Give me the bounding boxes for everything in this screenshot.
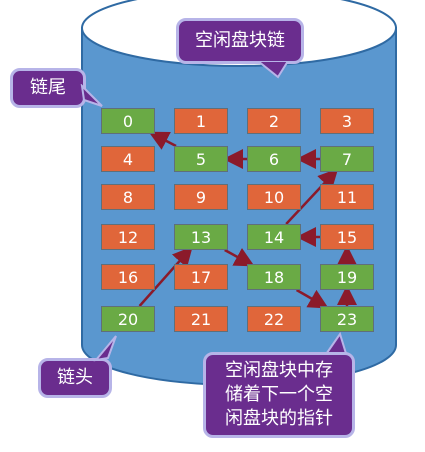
disk-block-12: 12 xyxy=(101,224,155,250)
disk-block-0: 0 xyxy=(101,108,155,134)
disk-block-9: 9 xyxy=(174,184,228,210)
disk-block-6: 6 xyxy=(247,146,301,172)
title-callout: 空闲盘块链 xyxy=(176,18,304,64)
head-callout-text: 链头 xyxy=(57,366,93,388)
head-callout: 链头 xyxy=(38,358,112,398)
disk-block-22: 22 xyxy=(247,306,301,332)
disk-block-11: 11 xyxy=(320,184,374,210)
tail-callout-pointer xyxy=(80,84,103,107)
tail-callout-text: 链尾 xyxy=(30,76,66,98)
arrow-14-to-7 xyxy=(285,168,339,225)
disk-block-21: 21 xyxy=(174,306,228,332)
disk-block-14: 14 xyxy=(247,224,301,250)
head-callout-pointer xyxy=(93,335,117,362)
arrow-20-to-13 xyxy=(138,246,193,307)
disk-block-1: 1 xyxy=(174,108,228,134)
note-callout: 空闲盘块中存 储着下一个空 闲盘块的指针 xyxy=(203,352,355,438)
disk-block-10: 10 xyxy=(247,184,301,210)
disk-block-4: 4 xyxy=(101,146,155,172)
disk-block-16: 16 xyxy=(101,264,155,290)
note-line-3: 闲盘块的指针 xyxy=(225,408,333,430)
arrow-13-to-18 xyxy=(224,248,255,267)
disk-block-8: 8 xyxy=(101,184,155,210)
tail-callout: 链尾 xyxy=(10,68,86,108)
pointer-arrows xyxy=(138,131,357,309)
note-line-1: 空闲盘块中存 xyxy=(225,359,333,381)
disk-block-7: 7 xyxy=(320,146,374,172)
disk-block-23: 23 xyxy=(320,306,374,332)
disk-block-20: 20 xyxy=(101,306,155,332)
disk-block-17: 17 xyxy=(174,264,228,290)
title-callout-text: 空闲盘块链 xyxy=(195,29,285,51)
arrow-5-to-0 xyxy=(148,131,177,150)
disk-block-2: 2 xyxy=(247,108,301,134)
disk-block-5: 5 xyxy=(174,146,228,172)
disk-block-19: 19 xyxy=(320,264,374,290)
disk-block-18: 18 xyxy=(247,264,301,290)
disk-block-13: 13 xyxy=(174,224,228,250)
disk-block-3: 3 xyxy=(320,108,374,134)
disk-block-15: 15 xyxy=(320,224,374,250)
arrow-18-to-23 xyxy=(295,288,329,309)
title-callout-pointer xyxy=(258,61,290,79)
note-line-2: 储着下一个空 xyxy=(225,383,333,405)
